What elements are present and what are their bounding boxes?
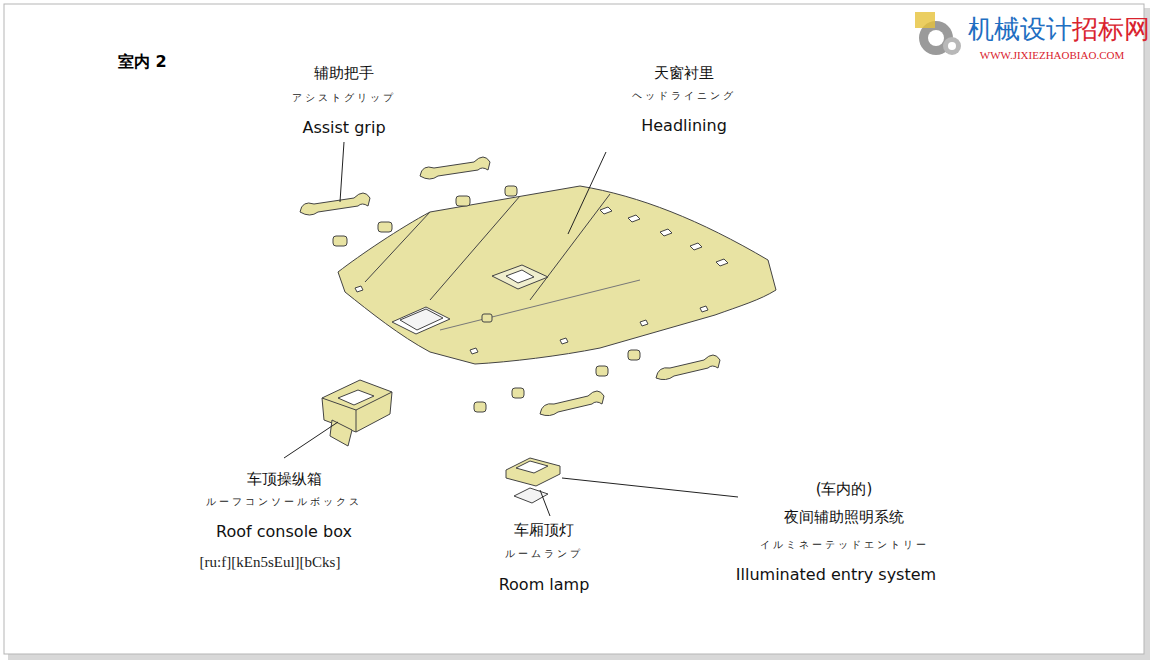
clips: [333, 186, 640, 412]
title: 室内 2: [118, 53, 167, 71]
part-name: 天窗衬里: [654, 65, 714, 82]
frame: [4, 4, 1144, 654]
watermark-url: WWW.JIXIEZHAOBIAO.COM: [980, 49, 1124, 62]
logo-gear: [915, 12, 961, 55]
assist-grips: [300, 157, 720, 416]
leader-lines: [284, 142, 738, 516]
part-name-en: Roof console box: [216, 523, 352, 541]
part-name-en: Assist grip: [302, 119, 385, 137]
room-lamp-drawing: [506, 458, 560, 503]
headlining-drawing: [338, 186, 776, 364]
part-name: 车顶操纵箱: [247, 471, 322, 488]
part-name: 辅助把手: [314, 65, 374, 82]
watermark: 机械设计: [968, 15, 1072, 45]
part-name-en: Headlining: [641, 117, 727, 135]
part-name-ja: ヘッドライニング: [632, 90, 736, 102]
part-name-ja: ルーフコンソールボックス: [206, 496, 362, 508]
phonetic: [ru:f][kEn5sEul][bCks]: [200, 554, 341, 571]
watermark: 招标网: [1072, 15, 1150, 45]
part-name-ja: ルームランプ: [505, 548, 583, 560]
part-name-en: Room lamp: [499, 576, 590, 594]
part-name-en: Illuminated entry system: [736, 566, 936, 584]
part-name-ja: アシストグリップ: [292, 92, 396, 104]
roof-console-drawing: [322, 380, 392, 446]
part-name-ja: イルミネーテッドエントリー: [760, 539, 929, 551]
part-name: 夜间辅助照明系统: [784, 509, 904, 526]
part-name: 车厢顶灯: [514, 522, 574, 539]
part-name-note: (车内的): [816, 481, 873, 498]
